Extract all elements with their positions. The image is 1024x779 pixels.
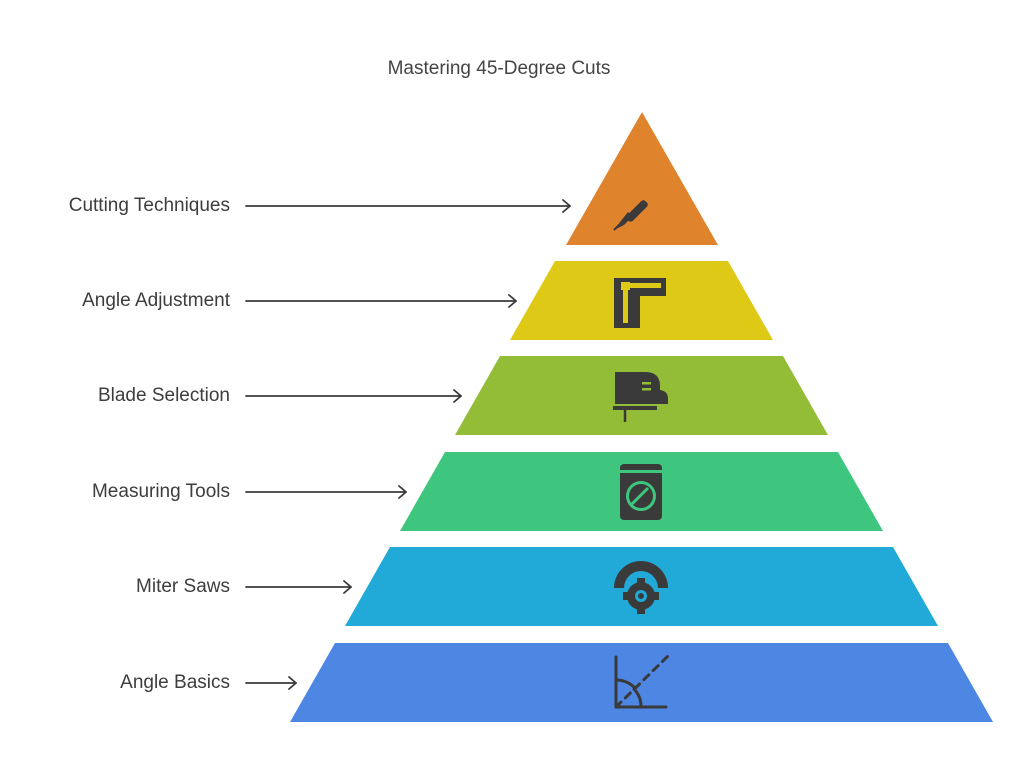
- label-blade-selection: Blade Selection: [97, 385, 230, 406]
- arrow-miter-saws: [245, 580, 352, 594]
- angle-icon: [614, 654, 670, 709]
- label-angle-adjustment: Angle Adjustment: [82, 290, 230, 311]
- tier-angle-adjustment: [510, 261, 773, 340]
- label-cutting-techniques: Cutting Techniques: [68, 195, 230, 216]
- label-angle-basics: Angle Basics: [120, 672, 230, 693]
- scalpel-icon: [613, 200, 648, 231]
- circular-saw-icon: [614, 561, 668, 614]
- jigsaw-icon: [613, 372, 668, 422]
- arrow-angle-basics: [245, 676, 297, 690]
- arrow-measuring-tools: [245, 485, 407, 499]
- arrow-blade-selection: [245, 389, 462, 403]
- label-measuring-tools: Measuring Tools: [91, 481, 230, 502]
- measuring-device-icon: [620, 464, 662, 520]
- arrow-angle-adjustment: [245, 294, 517, 308]
- tier-angle-basics: [290, 643, 993, 722]
- arrow-cutting-techniques: [245, 199, 571, 213]
- label-miter-saws: Miter Saws: [136, 576, 230, 597]
- square-clamp-icon: [614, 278, 666, 328]
- tier-cutting-techniques: [566, 112, 718, 245]
- diagram-title: Mastering 45-Degree Cuts: [387, 58, 611, 79]
